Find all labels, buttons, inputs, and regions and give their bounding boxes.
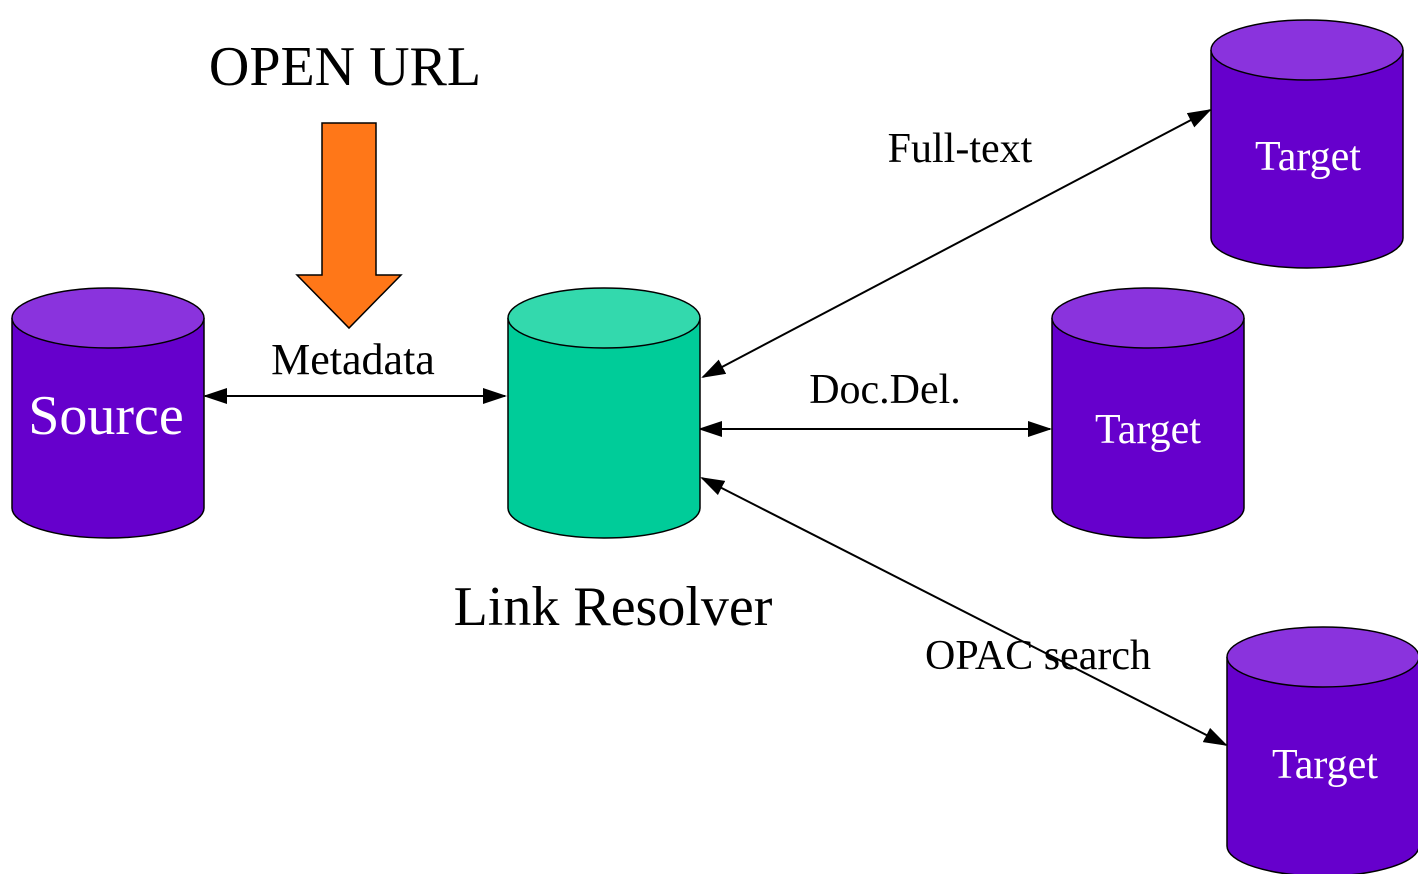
link-resolver-label: Link Resolver xyxy=(454,576,773,638)
source-label: Source xyxy=(28,385,184,447)
target-database-opac: Target xyxy=(1226,626,1418,874)
docdel-label: Doc.Del. xyxy=(809,367,961,413)
fulltext-label: Full-text xyxy=(888,126,1033,172)
target-label: Target xyxy=(1095,407,1201,453)
target-database-docdel: Target xyxy=(1051,287,1245,539)
diagram-title: OPEN URL xyxy=(209,36,481,98)
target-label: Target xyxy=(1272,742,1378,788)
openurl-arrow xyxy=(295,122,403,330)
target-database-fulltext: Target xyxy=(1210,19,1404,269)
metadata-label: Metadata xyxy=(271,335,435,384)
target-label: Target xyxy=(1255,134,1361,180)
source-database: Source xyxy=(11,287,205,539)
fulltext-connector xyxy=(701,109,1212,378)
link-resolver-database xyxy=(507,287,701,539)
opac-connector xyxy=(700,477,1228,746)
opac-label: OPAC search xyxy=(925,633,1151,679)
